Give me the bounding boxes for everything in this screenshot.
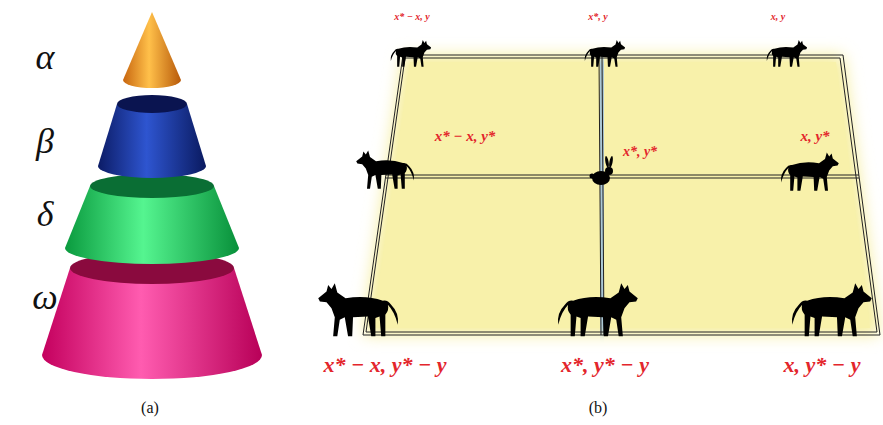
panel-caption: (a): [141, 399, 159, 417]
beta-layer: [98, 95, 206, 178]
position-label: x*, y: [588, 11, 607, 22]
position-label: x* − x, y*: [435, 128, 496, 145]
wolf: [558, 283, 638, 336]
glow-line: [386, 171, 858, 183]
hierarchy-label: α: [36, 38, 55, 78]
panel-caption: (b): [589, 399, 608, 417]
position-label: x, y*: [800, 128, 829, 145]
wolf: [585, 40, 625, 67]
wolf: [318, 283, 398, 336]
wolf: [781, 152, 839, 190]
position-label: x* − x, y: [394, 11, 430, 22]
wolf: [391, 40, 431, 67]
wolf: [356, 150, 414, 188]
rabbit: [590, 156, 614, 185]
alpha-cone: [123, 12, 181, 88]
position-label: x*, y*: [623, 144, 657, 159]
position-label: x* − x, y* − y: [323, 353, 446, 377]
hierarchy-label: δ: [37, 195, 54, 235]
position-label: x, y: [771, 11, 785, 22]
omega-layer: [42, 252, 262, 379]
hierarchy-label: β: [36, 122, 54, 162]
wolf: [792, 283, 872, 336]
wolf: [767, 40, 807, 67]
position-label: x*, y* − y: [561, 353, 649, 377]
position-label: x, y* − y: [784, 353, 861, 377]
hierarchy-label: ω: [32, 278, 57, 318]
delta-layer: [65, 174, 239, 264]
